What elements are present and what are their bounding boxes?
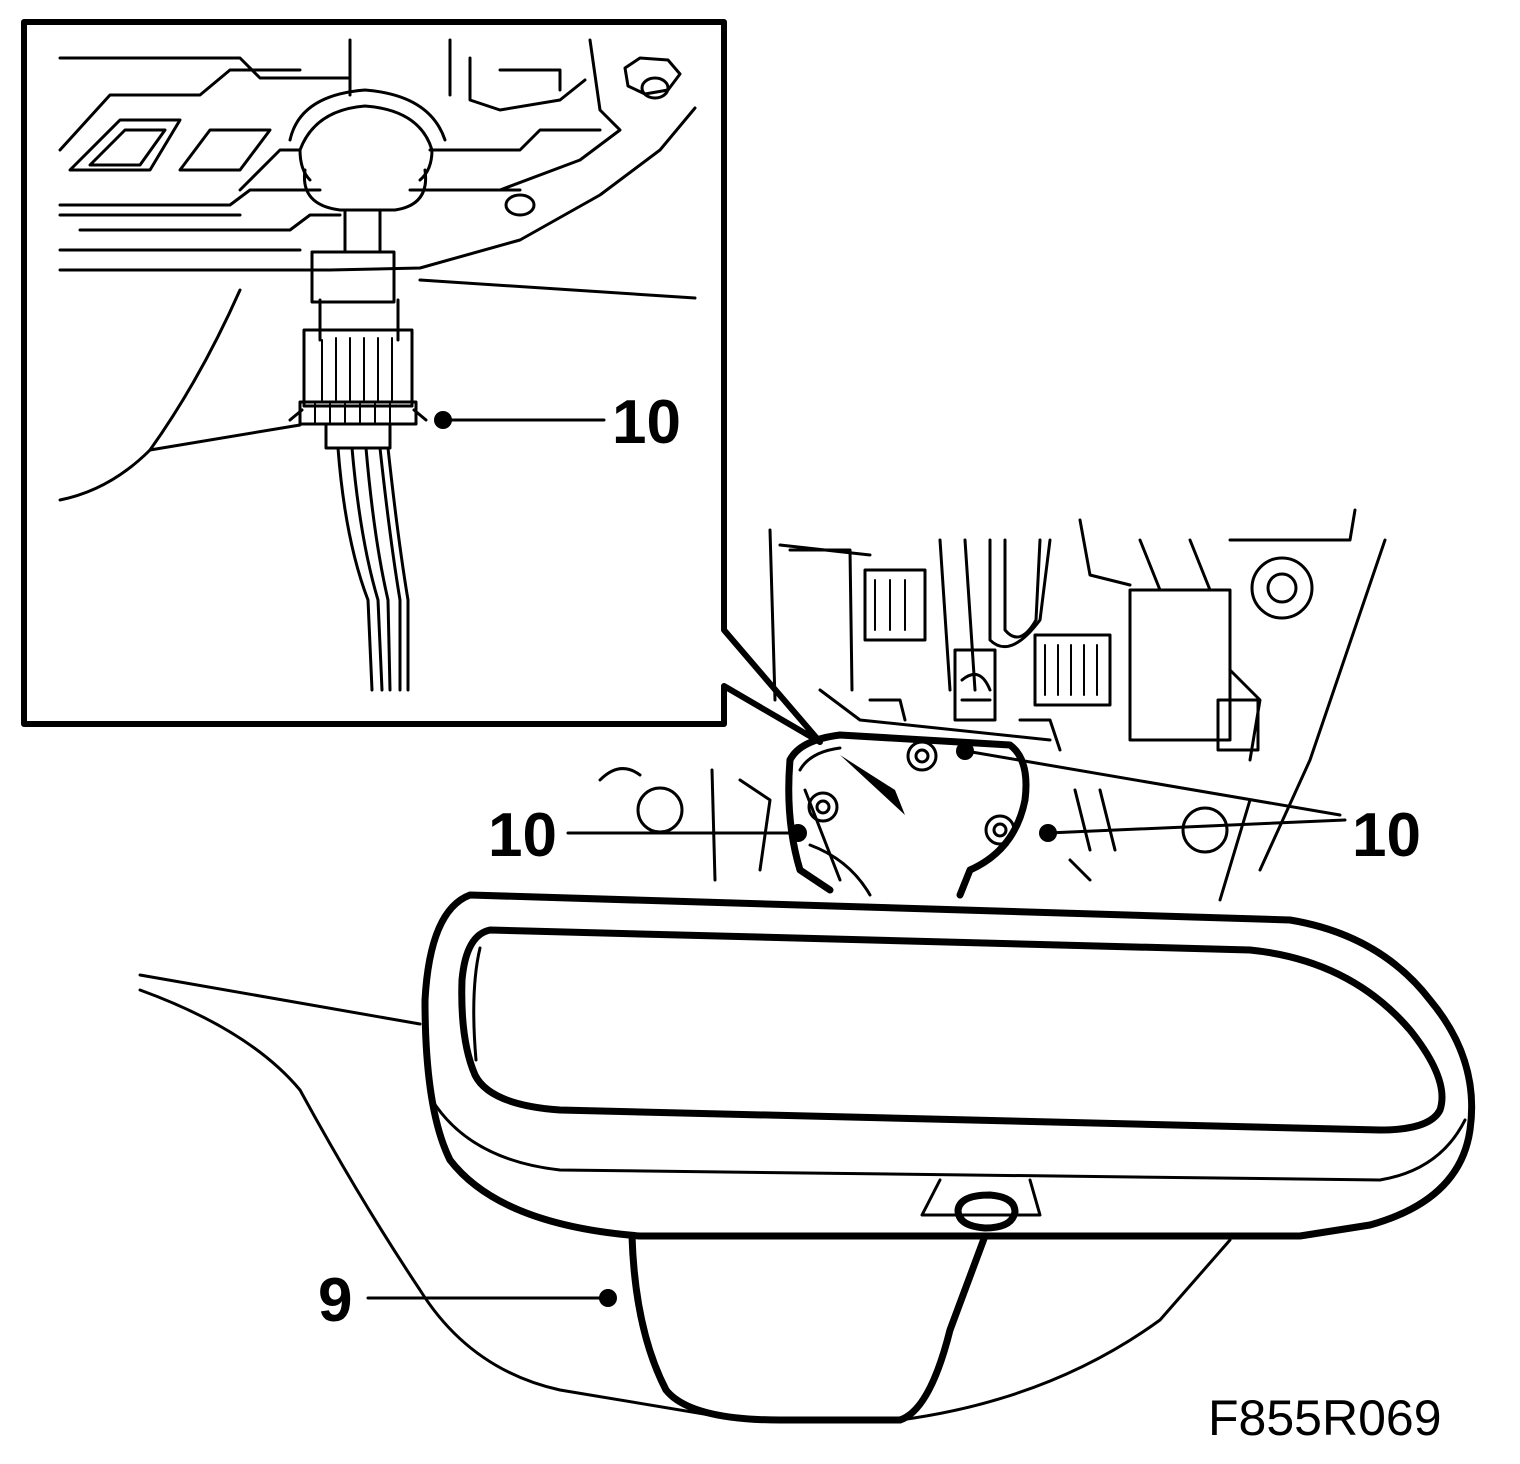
wire-harness	[336, 446, 410, 692]
callout-screw-left: 10	[488, 801, 807, 870]
windscreen-edge	[138, 973, 1232, 1422]
callout-label-screw-left: 10	[488, 801, 557, 870]
callout-inset-connector: 10	[434, 388, 681, 457]
callout-screw-right: 10	[956, 742, 1421, 870]
callout-label-inset: 10	[612, 388, 681, 457]
grommet	[288, 88, 447, 212]
callout-label-screw-right: 10	[1352, 801, 1421, 870]
callout-label-mirror: 9	[318, 1266, 352, 1335]
figure-id: F855R069	[1208, 1390, 1442, 1446]
connector-10	[288, 208, 428, 450]
headliner-panel	[58, 38, 697, 300]
callout-mirror: 9	[318, 1266, 617, 1335]
inset-frame	[21, 19, 823, 745]
inset-detail: 10	[21, 19, 823, 745]
mount-bracket	[598, 508, 1387, 902]
rear-view-mirror	[421, 891, 1476, 1424]
